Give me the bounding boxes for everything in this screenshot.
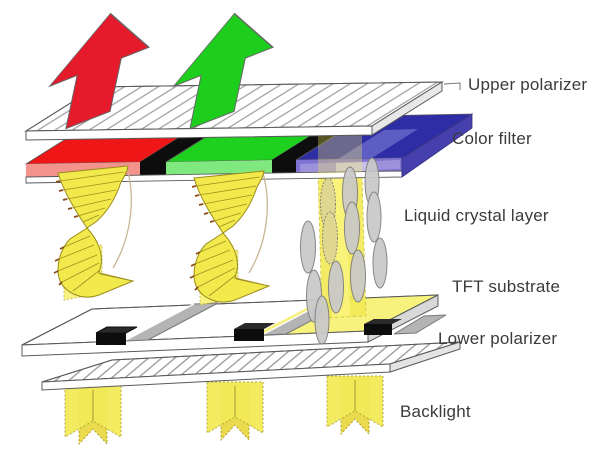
label-lower-polarizer: Lower polarizer xyxy=(438,329,558,348)
label-upper-polarizer: Upper polarizer xyxy=(468,75,588,94)
label-backlight: Backlight xyxy=(400,402,471,421)
color-filter-right-face xyxy=(401,113,473,178)
vertical-lc-molecules xyxy=(300,157,388,345)
color-filter-blue-lit-region xyxy=(338,129,418,159)
lc-molecule xyxy=(344,201,360,255)
tft-black-pads xyxy=(95,319,402,345)
red-arrow-icon xyxy=(48,12,151,130)
label-color-filter: Color filter xyxy=(452,129,532,148)
lc-molecule xyxy=(300,220,316,274)
beam-through-filter xyxy=(318,124,362,174)
lower-polarizer-slab xyxy=(41,341,461,391)
lc-molecule xyxy=(322,211,338,265)
lc-molecule xyxy=(372,237,388,289)
label-tft-substrate: TFT substrate xyxy=(452,277,561,296)
lc-molecule xyxy=(328,260,344,314)
lc-molecule xyxy=(314,295,330,345)
twisted-lc-green-pixel xyxy=(189,169,270,306)
lc-molecule xyxy=(366,191,382,243)
color-filter-black-front xyxy=(140,162,166,175)
upper-polarizer-leader-tick xyxy=(443,82,461,90)
label-liquid-crystal-layer: Liquid crystal layer xyxy=(404,206,549,225)
twisted-lc-red-pixel xyxy=(53,164,134,301)
lc-molecule xyxy=(350,249,366,303)
color-filter-black-front xyxy=(272,160,296,173)
color-filter-green-front xyxy=(166,160,272,175)
green-arrow-icon xyxy=(172,12,275,130)
